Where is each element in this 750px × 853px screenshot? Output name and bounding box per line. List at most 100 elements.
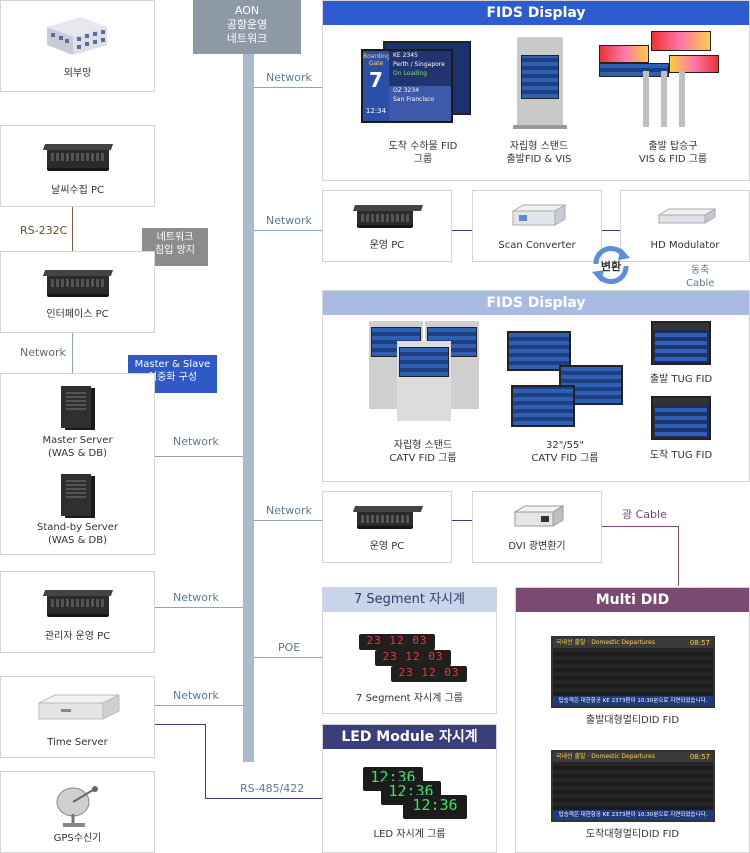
tug-arr-screen [651,396,711,440]
admin-pc-icon [47,594,109,614]
admin-network-label: Network [173,591,219,604]
fids2-header: FIDS Display [323,291,749,315]
ops1-network-line [254,230,322,231]
time-network-line [155,705,243,706]
time-network-label: Network [173,689,219,702]
ops-pc2-icon [357,510,413,526]
screen-dest-2: San Francisco [393,96,435,103]
ops1-to-scan-line [452,230,472,231]
poe-label: POE [278,641,301,654]
master-server-label: Master Server (WAS & DB) [42,435,113,459]
did-arr-title: 국내선 출발 · Domestic Departures [556,753,655,760]
scan-converter-icon [511,204,567,226]
seg7-caption: 7 Segment 자시계 그룹 [356,693,463,704]
led-panel: LED Module 자시계 12:36 12:36 12:36 LED 자시계… [322,724,497,853]
led-display-3: 12:36 [403,795,467,819]
scan-to-hd-line [602,230,620,231]
admin-network-line [155,607,243,608]
kiosk-screen [521,55,559,99]
rs232c-label: RS-232C [20,224,68,237]
rs485-line-a [155,724,205,725]
dvi-box: DVI 광변환기 [472,491,602,563]
server-network-line [155,456,243,457]
ops2-to-dvi-line [452,520,472,521]
tug-dep-screen [651,321,711,365]
rs485-label: RS-485/422 [240,782,305,795]
weather-pc-icon [47,148,109,168]
ops-pc2-label: 운영 PC [369,541,405,552]
did-dep-title: 국내선 출발 · Domestic Departures [556,639,655,646]
led-caption: LED 자시계 그룹 [373,829,446,840]
catv-monitor-label: 32"/55" CATV FID 그룹 [531,440,599,464]
external-network-label: 외부망 [63,68,92,79]
fids1-header: FIDS Display [323,1,749,25]
dvi-converter-icon [513,505,565,527]
arrival-fid-screens: Boarding Gate 7 12:34 KE 2345 Perth / Si… [361,41,471,123]
satellite-dish-icon [56,786,98,827]
screen-label: Boarding Gate [363,53,390,67]
screen-gate: 7 [369,68,383,92]
ops-pc1-box: 운영 PC [322,190,452,262]
multi-did-panel: Multi DID 국내선 출발 · Domestic Departures 0… [515,587,750,853]
led-header: LED Module 자시계 [323,725,496,749]
seg7-display-3: 23 12 03 [391,666,467,682]
tug-dep-label: 출발 TUG FID [649,374,713,385]
interface-pc-box: 인터페이스 PC [0,251,155,333]
did-arr-time: 08:57 [689,753,710,761]
hd-modulator-icon [657,208,717,224]
external-network-box: 외부망 [0,0,155,92]
arrival-fid-screen: Boarding Gate 7 12:34 KE 2345 Perth / Si… [361,49,453,123]
gate-vis-display [599,31,727,127]
screen-status: On Loading [393,70,428,77]
catv-monitor-screen [511,385,575,427]
standby-server-label: Stand-by Server (WAS & DB) [37,522,118,546]
did-arr-screen: 국내선 출발 · Domestic Departures 08:57 탑승객은 … [551,750,715,822]
interface-pc-label: 인터페이스 PC [46,309,109,320]
admin-pc-label: 관리자 운영 PC [44,631,111,642]
ops-pc2-box: 운영 PC [322,491,452,563]
time-server-icon [38,694,120,720]
multi-did-header: Multi DID [516,588,749,612]
seg7-panel: 7 Segment 자시계 23 12 03 23 12 03 23 12 03… [322,587,497,714]
arrival-fid-label: 도착 수하물 FID 그룹 [388,141,458,165]
did-dep-notice: 탑승객은 대한항공 KE 2373편이 10:30분으로 지연되었습니다. [553,696,713,706]
screen-dest-1: Perth / Singapore [393,61,445,68]
building-icon [47,17,107,55]
admin-pc-box: 관리자 운영 PC [0,571,155,653]
standalone-fid-label: 자립형 스탠드 출발FID & VIS [506,141,572,165]
time-server-box: Time Server [0,676,155,758]
gate-vis-label: 출발 탑승구 VIS & FID 그룹 [638,141,708,165]
dvi-label: DVI 광변환기 [508,541,566,552]
poe-line [254,657,322,658]
standby-server-icon [61,474,91,516]
gps-label: GPS수신기 [53,833,102,844]
convert-label: 변환 [600,260,622,273]
rs485-line-b [205,724,206,798]
standalone-kiosk [513,37,567,129]
interface-network-line [72,333,73,373]
master-server-icon [61,386,91,428]
seg7-header: 7 Segment 자시계 [323,588,496,612]
interface-network-label: Network [20,346,66,359]
optical-line-a [602,526,678,527]
did-arr-caption: 도착대형멀티DID FID [585,829,680,840]
seg7-display-1: 23 12 03 [359,634,435,650]
gps-box: GPS수신기 [0,771,155,853]
catv-stand-label: 자립형 스탠드 CATV FID 그룹 [389,440,457,464]
catv-monitor-group [507,331,623,427]
scan-converter-label: Scan Converter [498,240,576,251]
screen-flight-1: KE 2345 [393,52,418,59]
ops-pc1-icon [357,209,413,225]
time-server-label: Time Server [47,737,108,748]
server-box: Master Server (WAS & DB) Stand-by Server… [0,373,155,555]
did-dep-caption: 출발대형멀티DID FID [585,715,680,726]
fids2-panel: FIDS Display 자립형 스탠드 CATV FID 그룹 32"/55"… [322,290,750,482]
did-dep-time: 08:57 [689,639,710,647]
tug-arr-label: 도착 TUG FID [649,450,713,461]
ops-pc1-label: 운영 PC [369,240,405,251]
rs232c-line [72,207,73,251]
did-arr-notice: 탑승객은 대한항공 KE 2373편이 10:30분으로 지연되었습니다. [553,810,713,820]
weather-pc-label: 날씨수집 PC [51,185,104,196]
coax-label: 동축 Cable [686,265,715,289]
optical-line-b [678,526,679,586]
